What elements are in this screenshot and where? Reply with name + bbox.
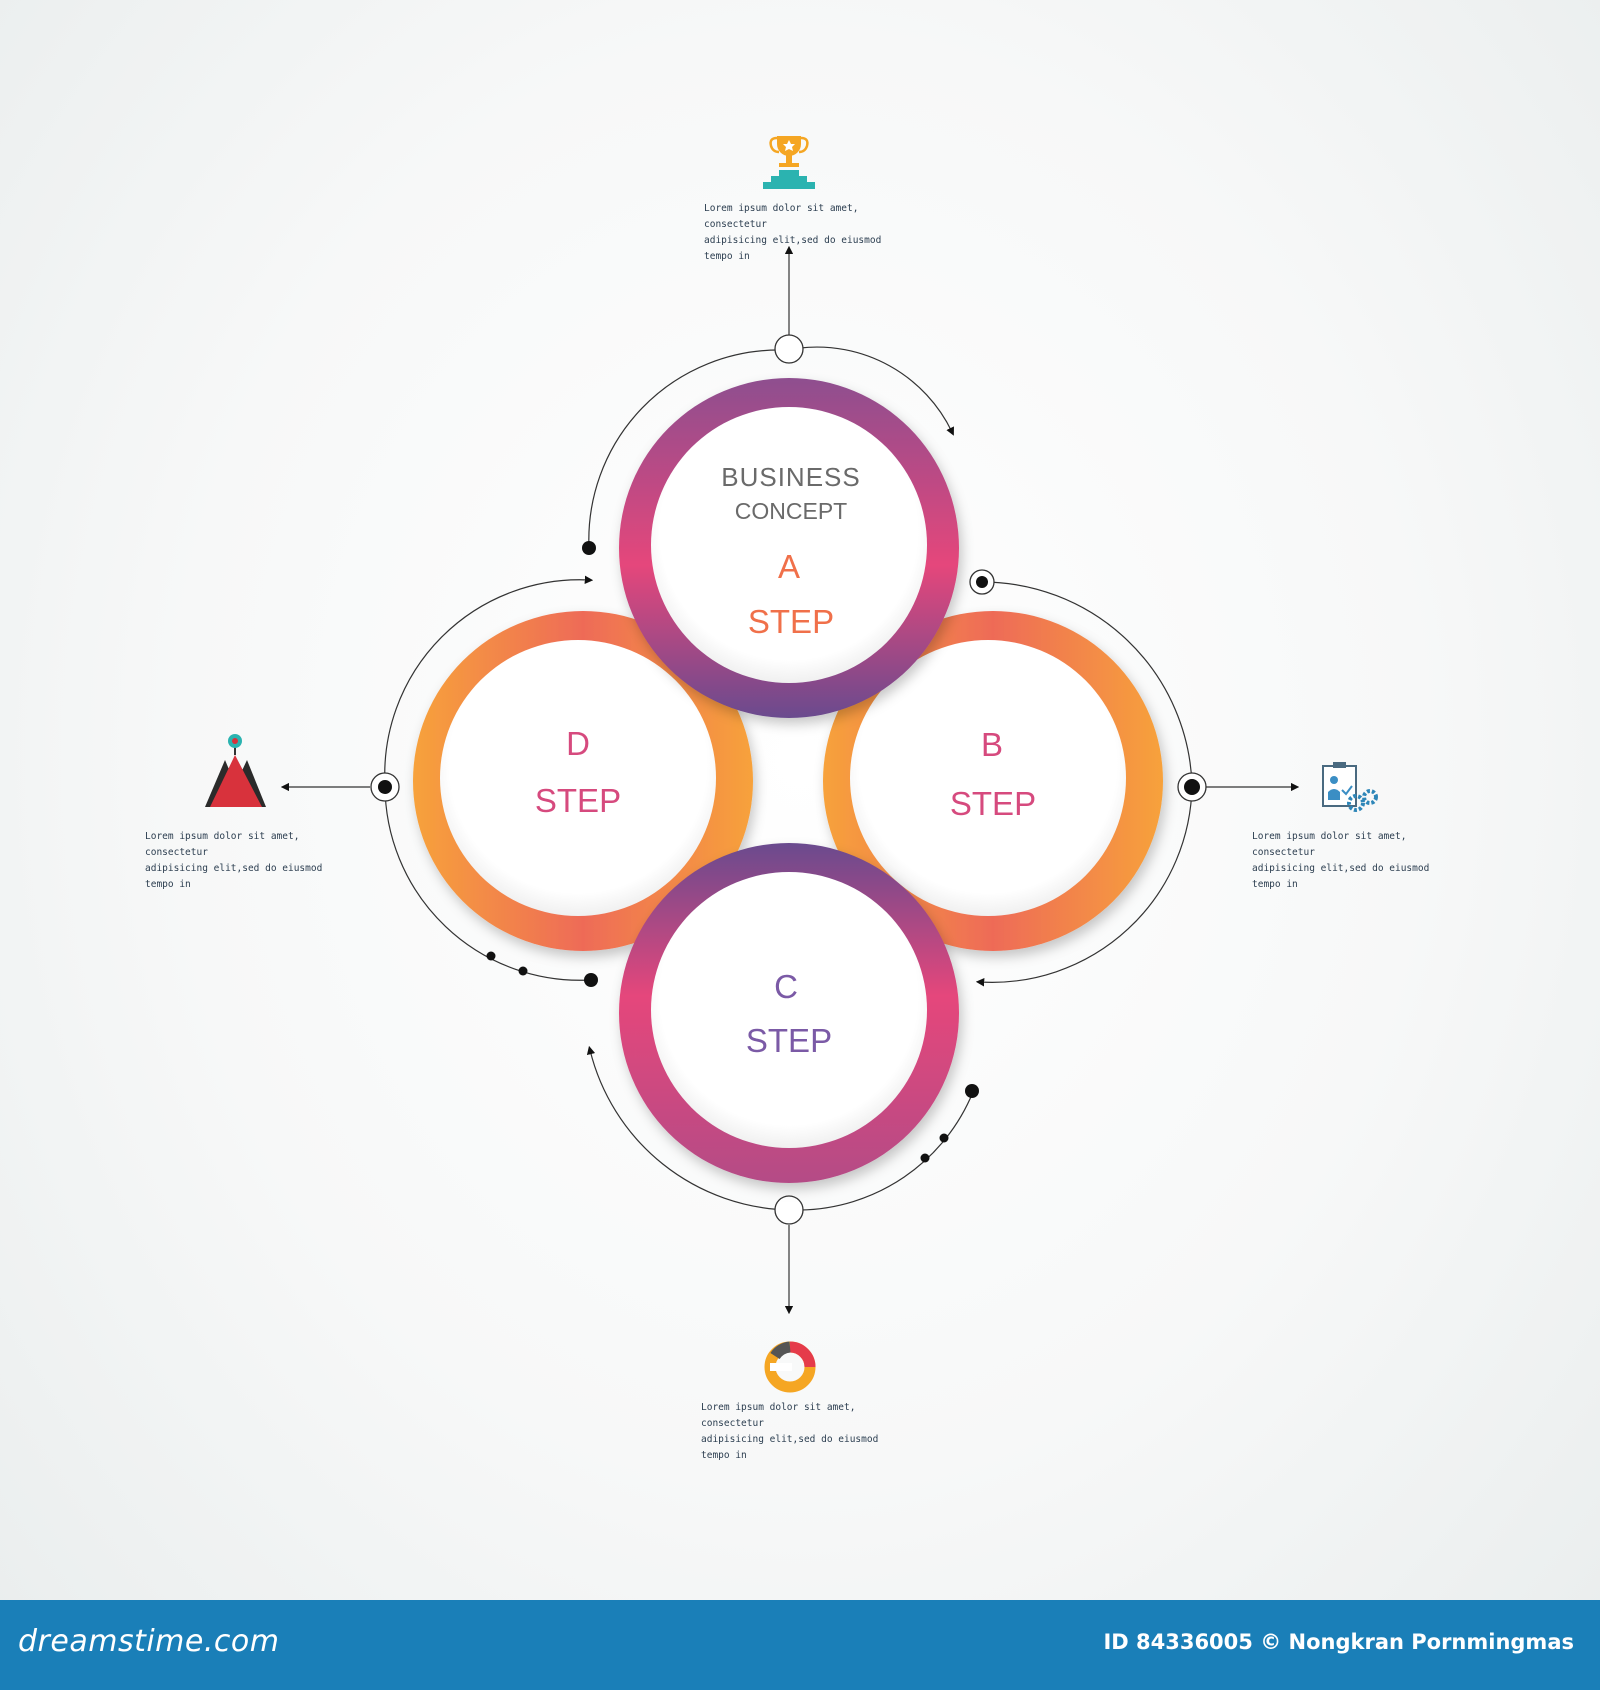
- step-c-word: STEP: [746, 1022, 832, 1059]
- infographic-diagram: BUSINESS CONCEPT A STEP B STEP C STEP D …: [205, 136, 1378, 1393]
- step-d-ring: [413, 611, 753, 951]
- step-b-word: STEP: [950, 785, 1036, 822]
- arc-top-left: [588, 349, 781, 549]
- caption-right: Lorem ipsum dolor sit amet, consectetur …: [1252, 831, 1430, 890]
- arc-bottom-right: [799, 1091, 974, 1211]
- step-b-ring: [823, 611, 1163, 951]
- axis-arrows: [280, 245, 1300, 1315]
- caption-bottom: Lorem ipsum dolor sit amet, consectetur …: [701, 1402, 879, 1461]
- concept-line-1: BUSINESS: [721, 462, 861, 492]
- arc-nodes: [370, 334, 1207, 1225]
- arc-right-bottom: [975, 784, 1193, 987]
- arc-bottom-left: [586, 1045, 791, 1211]
- arc-top-right: [799, 346, 954, 436]
- trophy-icon: [763, 136, 815, 189]
- step-c-letter: C: [774, 968, 798, 1005]
- step-d-letter: D: [566, 725, 590, 762]
- footer-bar: dreamstime.com ID 84336005 © Nongkran Po…: [0, 1600, 1600, 1690]
- step-a-letter: A: [778, 548, 800, 585]
- concept-line-2: CONCEPT: [735, 498, 847, 524]
- connector-arcs: [384, 346, 1193, 1211]
- step-a-ring: [619, 378, 959, 718]
- brand-logo-text[interactable]: dreamstime.com: [18, 1624, 280, 1659]
- step-b-letter: B: [981, 726, 1003, 763]
- step-c-ring: [619, 843, 959, 1183]
- caption-left: Lorem ipsum dolor sit amet, consectetur …: [145, 831, 323, 890]
- arc-right-top: [979, 581, 1193, 786]
- mountain-target-icon: [205, 734, 266, 807]
- caption-top: Lorem ipsum dolor sit amet, consectetur …: [704, 203, 882, 262]
- donut-chart-icon: [764, 1341, 816, 1393]
- arc-left-top: [384, 575, 594, 786]
- presentation-gears-icon: [1322, 762, 1378, 812]
- image-credit: ID 84336005 © Nongkran Pornmingmas: [1103, 1630, 1574, 1654]
- step-d-word: STEP: [535, 782, 621, 819]
- arc-left-bottom: [384, 784, 591, 981]
- step-a-word: STEP: [748, 603, 834, 640]
